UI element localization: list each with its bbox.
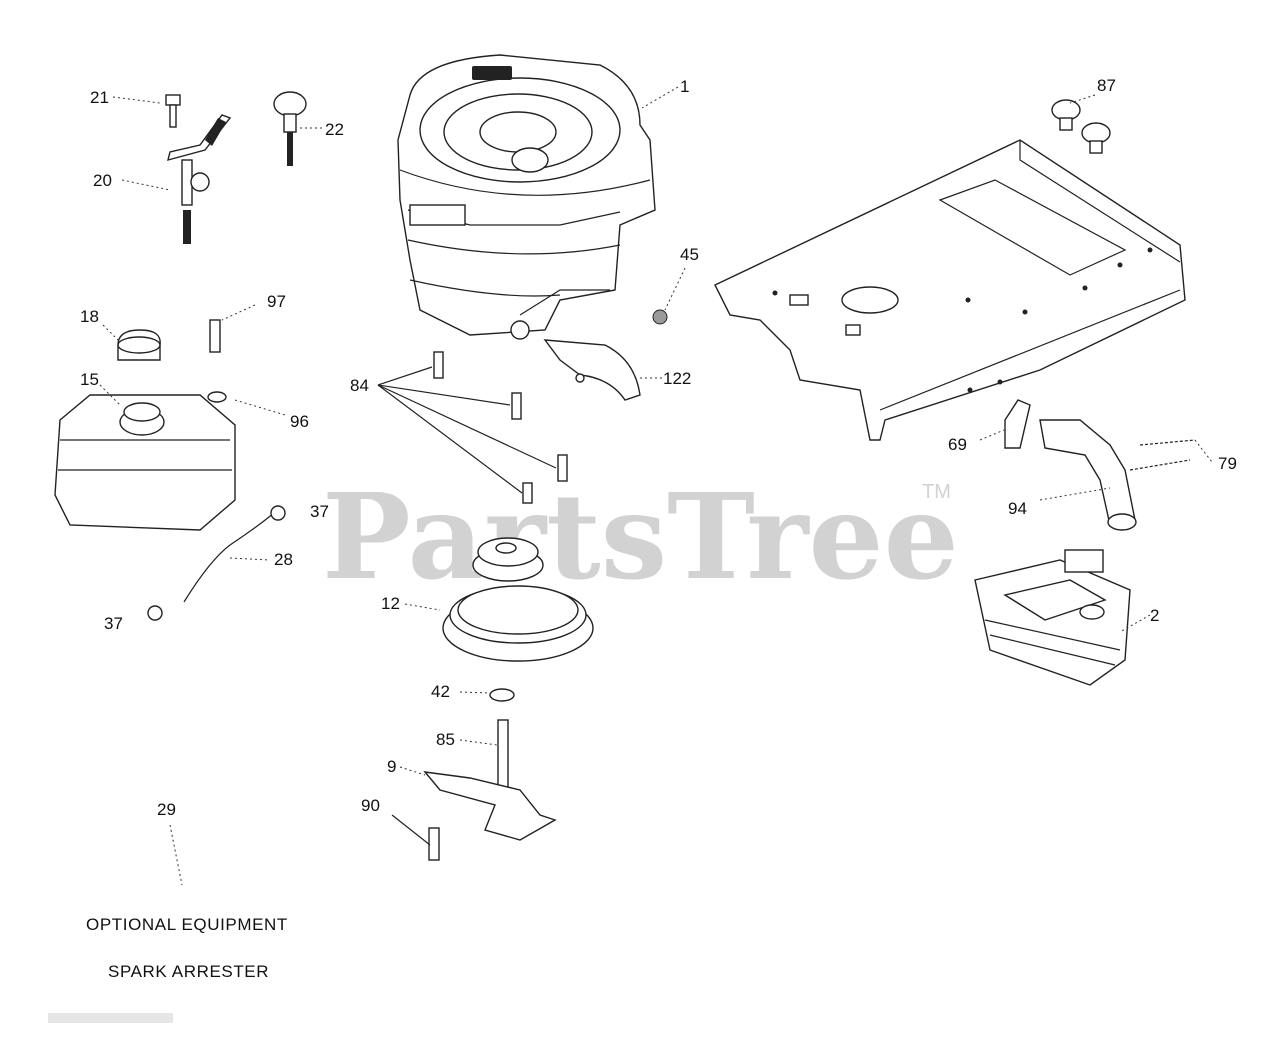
spark-arrester-part: [974, 549, 1131, 686]
callout-85: 85: [436, 730, 455, 749]
bolt-part: [433, 351, 568, 504]
muffler-part: [1039, 419, 1137, 531]
washer-part: [207, 391, 227, 403]
callout-28: 28: [274, 550, 293, 569]
choke-knob-part: [273, 91, 307, 166]
callout-96: 96: [290, 412, 309, 431]
screw-part: [165, 94, 181, 128]
diagram-id-mark: [48, 1013, 173, 1023]
bracket-part: [423, 771, 557, 841]
callout-2: 2: [1150, 606, 1159, 625]
pulley-part: [442, 537, 594, 662]
frame-part: [714, 139, 1186, 441]
callout-122: 122: [663, 369, 691, 388]
optional-equipment-caption: OPTIONAL EQUIPMENT: [86, 915, 288, 934]
nut-part: [652, 309, 668, 325]
spark-arrester-caption: SPARK ARRESTER: [108, 962, 269, 981]
belt-guard-part: [543, 339, 641, 401]
bolt-part: [209, 319, 221, 353]
bolt-part: [428, 827, 440, 861]
muffler-guard-part: [1004, 399, 1031, 449]
trademark-symbol: TM: [922, 481, 951, 503]
callout-22: 22: [325, 120, 344, 139]
callout-69: 69: [948, 435, 967, 454]
callout-45: 45: [680, 245, 699, 264]
fuel-cap-part: [117, 329, 161, 361]
clamp-part: [270, 505, 286, 521]
knob-part: [1051, 99, 1111, 154]
parts-tree-watermark: PartsTree: [322, 467, 959, 606]
callout-37: 37: [310, 502, 329, 521]
callout-20: 20: [93, 171, 112, 190]
callout-18: 18: [80, 307, 99, 326]
callout-94: 94: [1008, 499, 1027, 518]
callout-42: 42: [431, 682, 450, 701]
callout-12: 12: [381, 594, 400, 613]
screw-part: [1129, 439, 1196, 471]
callout-97: 97: [267, 292, 286, 311]
fuel-tank-part: [54, 394, 236, 531]
fuel-line-part: [183, 511, 276, 603]
clamp-part: [147, 605, 163, 621]
callout-9: 9: [387, 757, 396, 776]
callout-1: 1: [680, 77, 689, 96]
callout-90: 90: [361, 796, 380, 815]
callout-87: 87: [1097, 76, 1116, 95]
callout-15: 15: [80, 370, 99, 389]
engine-part: [397, 54, 656, 340]
callout-37: 37: [104, 614, 123, 633]
throttle-control-part: [167, 114, 232, 244]
callout-29: 29: [157, 800, 176, 819]
callout-79: 79: [1218, 454, 1237, 473]
washer-part: [489, 688, 515, 702]
callout-84: 84: [350, 376, 369, 395]
leader-lines: [99, 86, 1213, 886]
callout-21: 21: [90, 88, 109, 107]
